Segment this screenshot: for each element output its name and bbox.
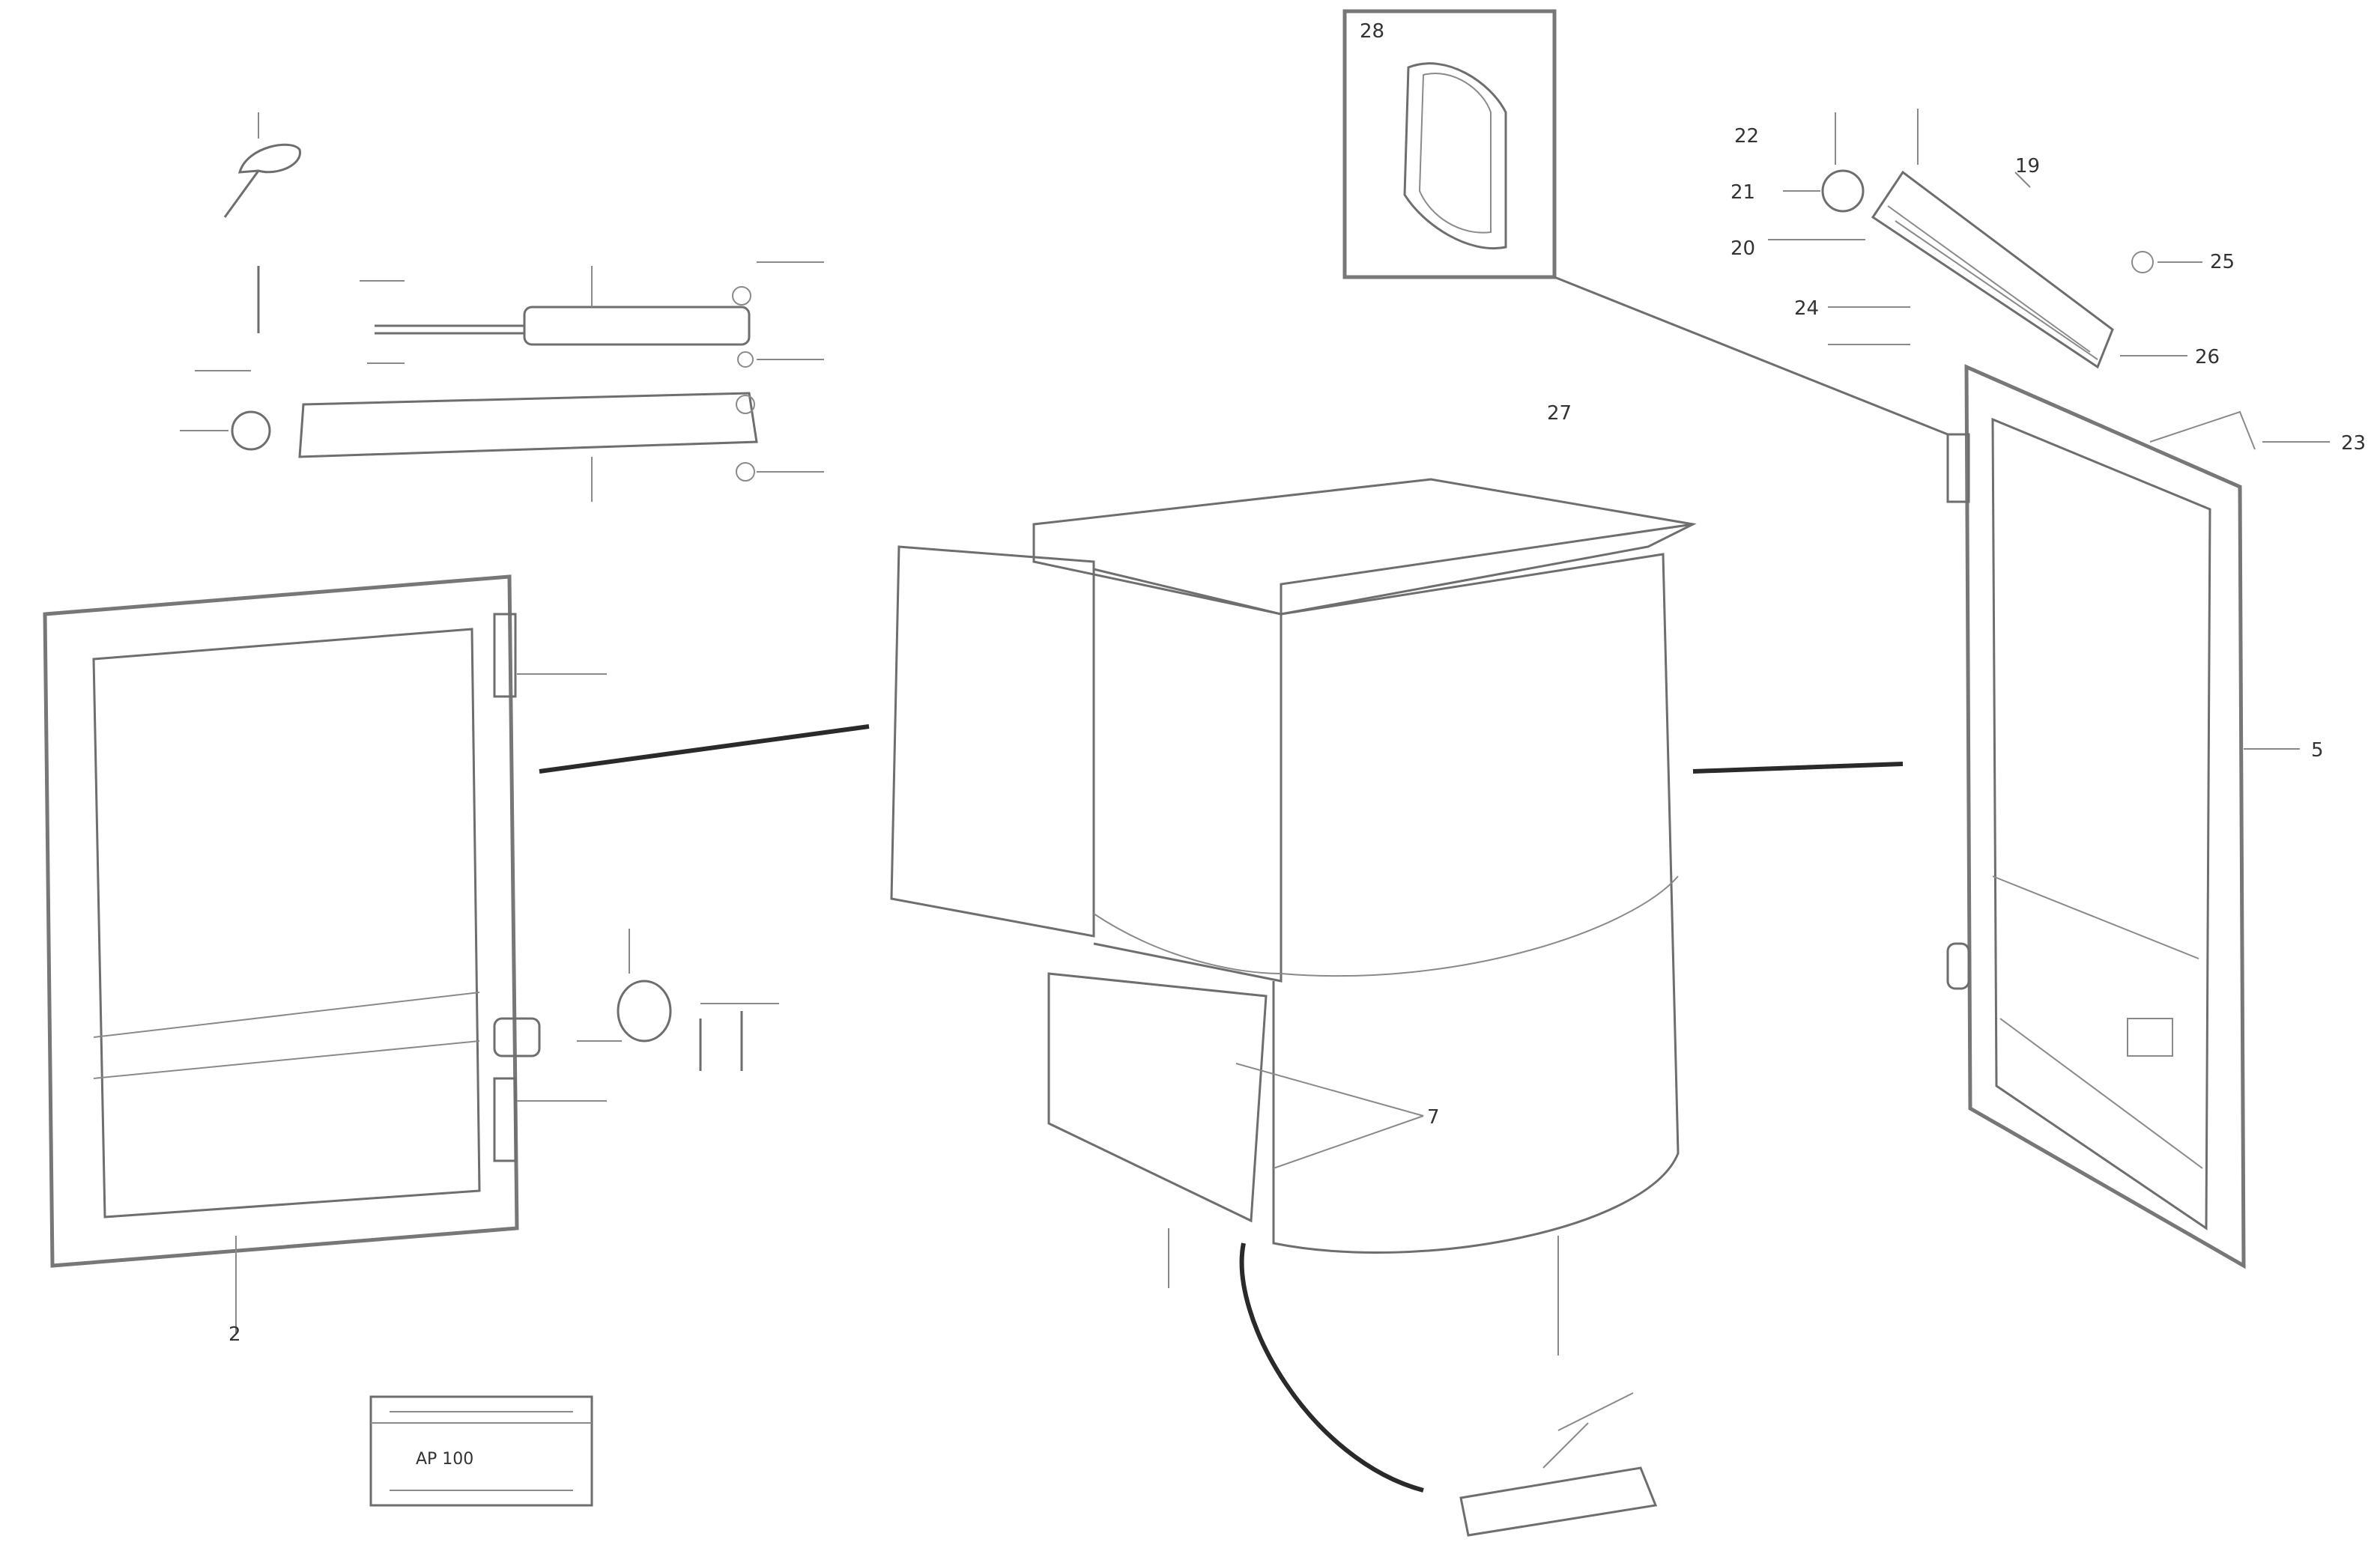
callout-2: 2 bbox=[228, 1323, 241, 1346]
lock-parts bbox=[577, 929, 779, 1071]
callout-26: 26 bbox=[2195, 346, 2220, 368]
callout-19: 19 bbox=[2015, 155, 2040, 177]
callout-21: 21 bbox=[1731, 181, 1755, 204]
stamp-code: AP 100 bbox=[416, 1450, 473, 1469]
lower-bracket bbox=[1459, 1392, 1658, 1537]
callout-5: 5 bbox=[2311, 739, 2324, 762]
reference-stamp: AP 100 bbox=[369, 1395, 593, 1507]
callout-28: 28 bbox=[1360, 20, 1384, 43]
callout-22: 22 bbox=[1734, 125, 1759, 148]
callout-27: 27 bbox=[1547, 402, 1572, 425]
callout-23: 23 bbox=[2341, 432, 2366, 455]
cab-body bbox=[890, 478, 1904, 1493]
left-door bbox=[43, 574, 870, 1333]
right-door bbox=[1946, 364, 2300, 1269]
callout-25: 25 bbox=[2210, 251, 2235, 273]
hinge-strut-assembly bbox=[180, 112, 824, 502]
vent-grille-assembly bbox=[1768, 109, 2330, 450]
callout-24: 24 bbox=[1794, 297, 1819, 320]
callout-labels: 2 28 21 22 25 26 24 23 19 20 27 5 7 bbox=[228, 20, 2366, 1346]
callout-7: 7 bbox=[1427, 1106, 1440, 1129]
callout-20: 20 bbox=[1731, 237, 1755, 260]
inset-window-seal bbox=[1342, 9, 1948, 436]
